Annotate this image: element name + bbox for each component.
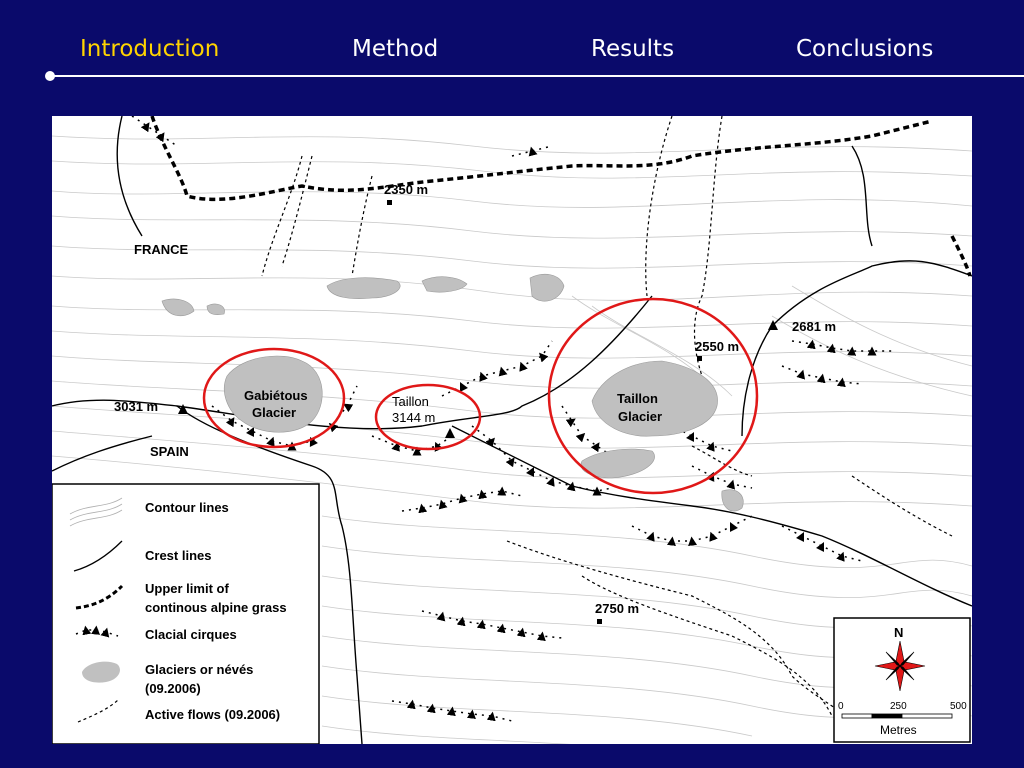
glacier-nev-6	[721, 489, 744, 512]
label-alt-2350: 2350 m	[384, 182, 428, 197]
label-gabietous-1: Gabiétous	[244, 388, 308, 403]
peak-3031-icon	[178, 404, 188, 414]
compass-scale-box: N 0 250 500 Metres	[833, 617, 971, 743]
legend-glacier-label-1: Glaciers or névés	[145, 662, 253, 677]
peak-3144-icon	[445, 428, 455, 438]
peak-markers	[178, 200, 778, 624]
label-taillon-peak-1: Taillon	[392, 394, 429, 409]
nav-introduction[interactable]: Introduction	[80, 36, 220, 62]
grass-limit-icon	[75, 584, 124, 610]
taillon-peak-highlight	[374, 383, 482, 451]
scale-bar	[841, 713, 953, 719]
glacier-nev-1	[326, 277, 401, 299]
scale-tick-0: 0	[838, 701, 844, 712]
label-alt-2750: 2750 m	[595, 601, 639, 616]
label-alt-2681: 2681 m	[792, 319, 836, 334]
label-gabietous-2: Glacier	[252, 405, 296, 420]
legend-contour-label: Contour lines	[145, 500, 229, 515]
legend-flow-label: Active flows (09.2006)	[145, 707, 280, 722]
compass-north-label: N	[894, 625, 903, 640]
nav-method[interactable]: Method	[352, 36, 439, 62]
glacier-nev-3	[529, 273, 565, 302]
label-alt-2550: 2550 m	[695, 339, 739, 354]
taillon-glacier-highlight	[547, 297, 759, 495]
alpine-grass-limit	[150, 116, 972, 277]
scale-tick-250: 250	[890, 701, 907, 712]
scale-unit-label: Metres	[880, 723, 917, 737]
label-taillon-glacier-2: Glacier	[618, 409, 662, 424]
legend-grass-label-1: Upper limit of	[145, 581, 229, 596]
nav-divider-dot	[45, 71, 55, 81]
label-france: FRANCE	[134, 242, 188, 257]
spot-2750-icon	[597, 619, 602, 624]
legend-grass-label-2: continous alpine grass	[145, 600, 287, 615]
glacier-nev-5	[206, 303, 225, 316]
nav-divider	[50, 75, 1024, 77]
label-spain: SPAIN	[150, 444, 189, 459]
taillon-glacier	[591, 360, 718, 437]
spot-2550-icon	[697, 356, 702, 361]
glacier-nev-2	[421, 276, 468, 293]
label-taillon-peak-2: 3144 m	[392, 410, 435, 425]
gabietous-highlight	[202, 347, 346, 449]
cirque-icon	[75, 625, 119, 638]
top-navigation: Introduction Method Results Conclusions	[0, 0, 1024, 90]
label-alt-3031: 3031 m	[114, 399, 158, 414]
glaciers	[161, 273, 744, 512]
active-flows	[261, 116, 953, 737]
crest-line-icon	[73, 540, 123, 572]
legend-cirque-label: Clacial cirques	[145, 627, 237, 642]
scale-tick-500: 500	[950, 701, 967, 712]
peak-2681-icon	[768, 320, 778, 330]
nav-results[interactable]: Results	[591, 36, 675, 62]
legend-crest-label: Crest lines	[145, 548, 211, 563]
legend-glacier-label-2: (09.2006)	[145, 681, 201, 696]
gabietous-glacier	[223, 355, 323, 433]
contour-lines-icon	[69, 497, 123, 527]
label-taillon-glacier-1: Taillon	[617, 391, 658, 406]
glacier-icon	[82, 661, 120, 683]
legend: Contour lines Crest lines Upper limit of…	[52, 483, 320, 744]
spot-2350-icon	[387, 200, 392, 205]
active-flow-icon	[77, 699, 119, 723]
nav-conclusions[interactable]: Conclusions	[796, 36, 934, 62]
highlight-circles	[202, 297, 759, 495]
geomorphological-map: FRANCE SPAIN 2350 m 2550 m 2681 m 3031 m…	[52, 116, 972, 744]
glacier-nev-4	[161, 298, 195, 317]
compass-rose-icon	[874, 640, 926, 692]
